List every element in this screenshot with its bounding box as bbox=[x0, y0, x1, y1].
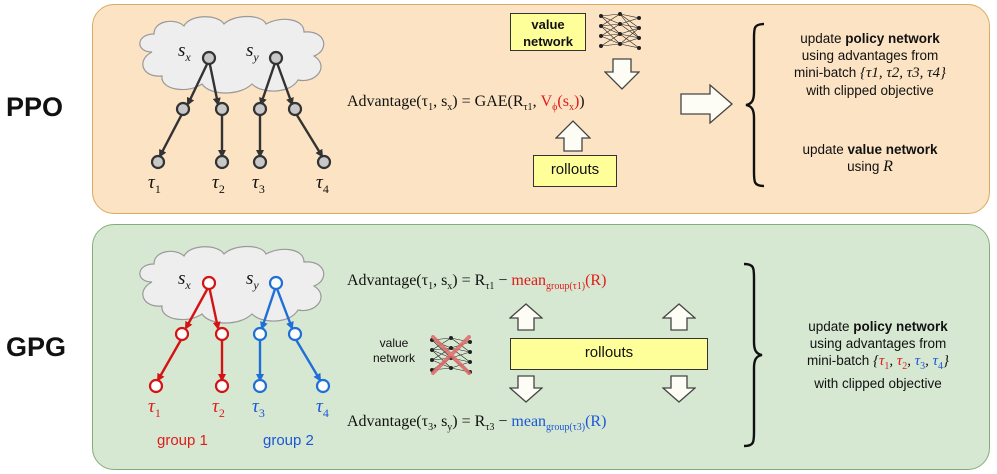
gpg-rollouts-box: rollouts bbox=[510, 338, 708, 370]
ppo-down-arrow-icon bbox=[604, 58, 640, 90]
ppo-update-value-text: update value network using R bbox=[802, 142, 938, 175]
ppo-advantage-equation: Advantage(τ1, sx) = GAE(Rτ1, Vϕ(sx)) bbox=[347, 93, 585, 114]
gpg-value-network-label: value network bbox=[372, 336, 416, 365]
gpg-mean-term-group1: meangroup(τ1)(R) bbox=[511, 272, 607, 293]
ppo-rollouts-box: rollouts bbox=[533, 155, 617, 187]
ppo-update-policy-text: update policy network using advantages f… bbox=[793, 31, 946, 98]
gpg-root-sx-label: sx bbox=[178, 268, 191, 292]
gpg-down-arrow-left-icon bbox=[509, 375, 543, 403]
ppo-state-cloud bbox=[139, 15, 325, 94]
gpg-tree-diagram bbox=[139, 245, 331, 394]
ppo-value-network-line2: network bbox=[523, 34, 573, 49]
ppo-leaf-tau1: τ1 bbox=[148, 172, 161, 196]
ppo-leaf-tau4: τ4 bbox=[316, 172, 329, 196]
gpg-up-arrow-left-icon bbox=[509, 303, 543, 331]
ppo-leaf-tau3: τ3 bbox=[252, 172, 265, 196]
ppo-row-label: PPO bbox=[6, 92, 64, 122]
ppo-tree-diagram bbox=[139, 15, 332, 170]
gpg-update-policy-text: update policy network using advantages f… bbox=[806, 319, 950, 391]
group1-label: group 1 bbox=[157, 432, 208, 449]
ppo-brace bbox=[745, 22, 765, 188]
ppo-value-network-line1: value bbox=[531, 17, 565, 32]
crossed-neural-network-icon bbox=[430, 335, 472, 375]
gpg-leaf-tau3: τ3 bbox=[252, 396, 265, 420]
ppo-leaf-tau2: τ2 bbox=[212, 172, 225, 196]
gpg-brace bbox=[743, 262, 763, 448]
gpg-leaf-tau1: τ1 bbox=[148, 396, 161, 420]
gpg-state-cloud bbox=[139, 245, 325, 324]
neural-network-icon bbox=[599, 12, 641, 50]
gpg-advantage-equation-bottom: Advantage(τ3, sy) = Rτ3 − meangroup(τ3)(… bbox=[347, 413, 607, 434]
group2-label: group 2 bbox=[263, 432, 314, 449]
gpg-leaf-tau4: τ4 bbox=[316, 396, 329, 420]
gpg-up-arrow-right-icon bbox=[662, 303, 696, 331]
ppo-up-arrow-icon bbox=[555, 120, 591, 152]
ppo-value-term: Vϕ(sx) bbox=[540, 93, 580, 114]
ppo-root-sx-label: sx bbox=[178, 40, 191, 64]
gpg-advantage-equation-top: Advantage(τ1, sx) = Rτ1 − meangroup(τ1)(… bbox=[347, 272, 607, 293]
gpg-mean-term-group2: meangroup(τ3)(R) bbox=[511, 413, 607, 434]
gpg-down-arrow-right-icon bbox=[662, 375, 696, 403]
gpg-root-sy-label: sy bbox=[246, 268, 259, 292]
ppo-right-arrow-icon bbox=[680, 84, 733, 124]
gpg-leaf-tau2: τ2 bbox=[212, 396, 225, 420]
ppo-value-network-box: value network bbox=[510, 13, 586, 51]
gpg-row-label: GPG bbox=[6, 332, 67, 362]
ppo-root-sy-label: sy bbox=[246, 40, 259, 64]
